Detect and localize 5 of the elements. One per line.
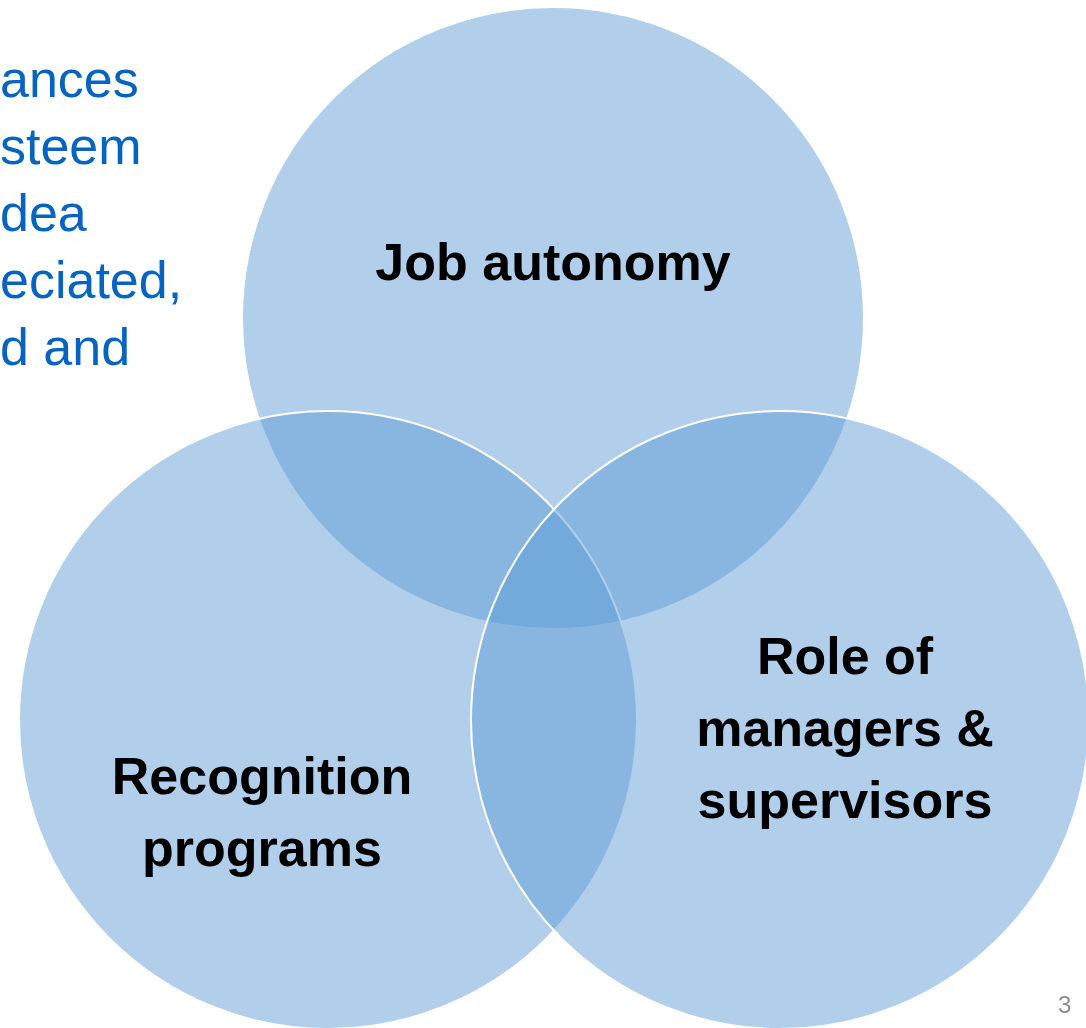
page-number: 3 <box>1058 990 1073 1020</box>
circle-label: Recognition programs <box>110 746 414 879</box>
body-text: ances steem dea eciated, d and <box>0 49 184 378</box>
circle-label: Job autonomy <box>374 232 732 293</box>
circle-label: Role of managers & supervisors <box>695 626 995 831</box>
